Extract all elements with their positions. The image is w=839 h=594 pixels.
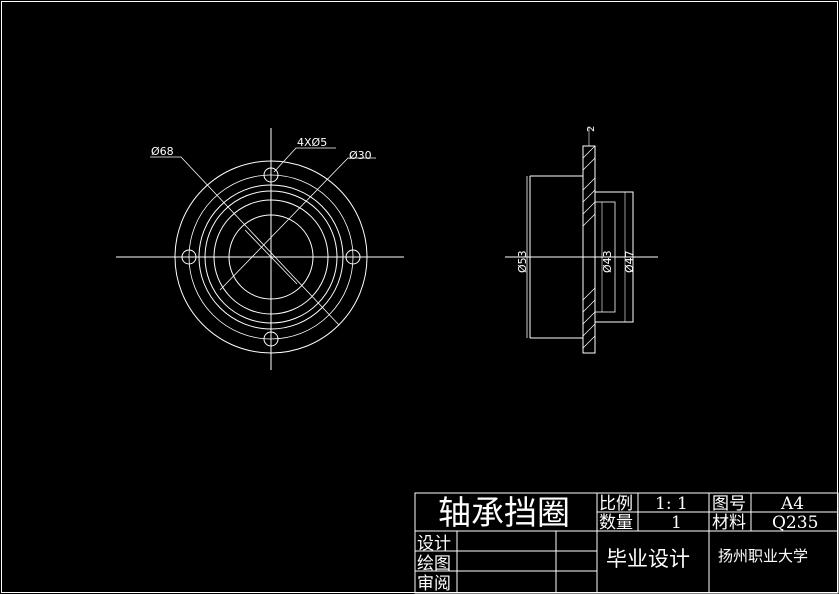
bolt-hole-bottom — [263, 331, 279, 347]
section-hatch — [582, 145, 596, 349]
bolt-hole-left — [181, 249, 197, 265]
scale-value: 1: 1 — [655, 494, 688, 514]
part-name: 轴承挡圈 — [438, 493, 570, 532]
title-block-frame — [414, 492, 839, 594]
inner-diagonal — [244, 229, 298, 285]
dim-diameter-47: Ø47 — [623, 250, 636, 273]
title-block — [414, 492, 839, 594]
front-view — [116, 128, 404, 370]
bolt-circle — [188, 174, 354, 340]
outer-circle — [174, 160, 368, 354]
bolt-hole-top — [263, 167, 279, 183]
review-label: 审阅 — [417, 574, 451, 594]
dim-thickness: 2 — [586, 126, 597, 132]
design-label: 设计 — [417, 534, 451, 554]
side-view — [505, 128, 658, 354]
leader-inner — [219, 157, 376, 291]
leader-outer — [150, 156, 340, 326]
leader-holes — [273, 147, 336, 173]
dim-inner-diameter: Ø30 — [349, 149, 372, 162]
drafting-label: 绘图 — [417, 554, 451, 574]
project-title: 毕业设计 — [606, 547, 690, 571]
drawing-no-value: A4 — [780, 494, 804, 514]
inner-circle — [228, 214, 314, 300]
drawing-no-label: 图号 — [712, 494, 746, 514]
quantity-label: 数量 — [599, 513, 633, 533]
quantity-value: 1 — [671, 513, 682, 533]
dim-outer-diameter: Ø68 — [151, 145, 174, 158]
ring-circle-1 — [198, 184, 344, 330]
ring-circle-2 — [204, 190, 338, 324]
bolt-hole-right — [345, 249, 361, 265]
dim-diameter-53: Ø53 — [516, 250, 529, 273]
boss-inner — [594, 201, 616, 313]
school-name: 扬州职业大学 — [718, 547, 808, 565]
material-value: Q235 — [772, 513, 818, 533]
material-label: 材料 — [712, 513, 746, 533]
scale-label: 比例 — [599, 494, 633, 514]
ring-circle-3 — [213, 199, 329, 315]
dim-diameter-43: Ø43 — [601, 250, 614, 273]
dim-hole-spec: 4XØ5 — [297, 136, 327, 149]
